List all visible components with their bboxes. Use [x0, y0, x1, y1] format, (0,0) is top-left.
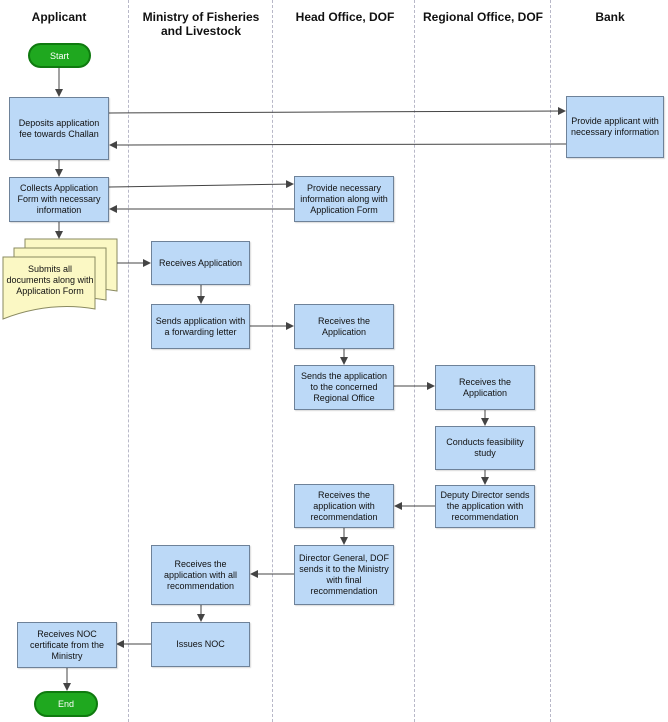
- lane-divider: [550, 0, 551, 722]
- director-general-box: Director General, DOF sends it to the Mi…: [294, 545, 394, 605]
- document-stack-shape: [2, 238, 118, 320]
- lane-header-bank: Bank: [595, 10, 625, 24]
- arrow-bank-to-applicant: [109, 140, 567, 149]
- send-regional-box: Sends the application to the concerned R…: [294, 365, 394, 410]
- collect-form-box: Collects Application Form with necessary…: [9, 177, 109, 222]
- lane-header-head-office: Head Office, DOF: [295, 10, 395, 24]
- end-terminal: End: [34, 691, 98, 717]
- receive-noc-box: Receives NOC certificate from the Minist…: [17, 622, 117, 668]
- lane-divider: [272, 0, 273, 722]
- deputy-director-box: Deputy Director sends the application wi…: [435, 485, 535, 528]
- deposit-fee-box: Deposits application fee towards Challan: [9, 97, 109, 160]
- arrow-deposit-to-bank: [108, 107, 566, 116]
- feasibility-study-box: Conducts feasibility study: [435, 426, 535, 470]
- lane-header-applicant: Applicant: [31, 10, 87, 24]
- head-receive-box: Receives the Application: [294, 304, 394, 349]
- head-provide-info-box: Provide necessary information along with…: [294, 176, 394, 222]
- lane-header-ministry: Ministry of Fisheries and Livestock: [142, 10, 260, 38]
- lane-header-regional-office: Regional Office, DOF: [422, 10, 543, 24]
- submit-documents-label: Submits all documents along with Applica…: [6, 264, 94, 296]
- lane-divider: [128, 0, 129, 722]
- start-terminal: Start: [28, 43, 91, 68]
- regional-receive-box: Receives the Application: [435, 365, 535, 410]
- arrow-collect-to-head: [108, 180, 294, 189]
- ministry-receive-all-box: Receives the application with all recomm…: [151, 545, 250, 605]
- lane-divider: [414, 0, 415, 722]
- forwarding-letter-box: Sends application with a forwarding lett…: [151, 304, 250, 349]
- head-receive-recommendation-box: Receives the application with recommenda…: [294, 484, 394, 528]
- issues-noc-box: Issues NOC: [151, 622, 250, 667]
- ministry-receive-box: Receives Application: [151, 241, 250, 285]
- bank-provide-info-box: Provide applicant with necessary informa…: [566, 96, 664, 158]
